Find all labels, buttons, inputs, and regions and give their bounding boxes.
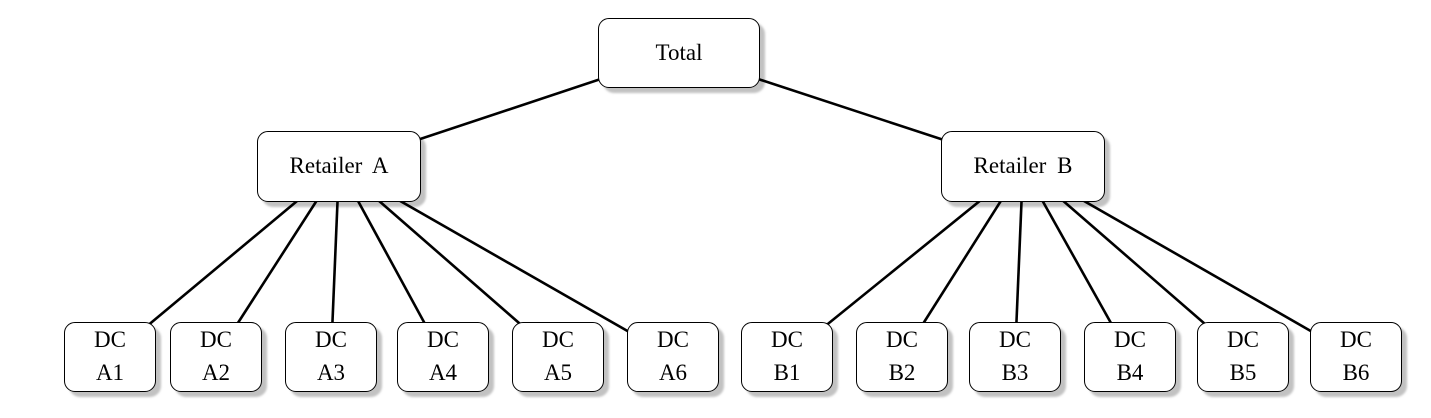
node-dc-b3-line1: DC <box>999 327 1031 353</box>
node-dc-b5-line1: DC <box>1227 327 1259 353</box>
node-dc-b1-line1: DC <box>771 327 803 353</box>
node-dc-b2: DC B2 <box>856 322 948 392</box>
node-dc-a3-line1: DC <box>315 327 347 353</box>
node-dc-b6-line1: DC <box>1340 327 1372 353</box>
node-dc-b2-line1: DC <box>886 327 918 353</box>
node-dc-a2-line2: A2 <box>201 360 231 385</box>
node-dc-b1-line2: B1 <box>773 360 801 385</box>
node-dc-b3: DC B3 <box>969 322 1061 392</box>
node-dc-a5-line2: A5 <box>543 360 573 385</box>
node-dc-a6-line1: DC <box>657 327 689 353</box>
node-retailer-a: Retailer A <box>257 131 421 202</box>
node-dc-b3-line2: B3 <box>1001 360 1029 385</box>
node-dc-b4-line1: DC <box>1114 327 1146 353</box>
node-dc-a4-line2: A4 <box>428 360 458 385</box>
node-dc-a1-line1: DC <box>94 327 126 353</box>
node-dc-a2: DC A2 <box>170 322 262 392</box>
node-retailer-b-label: Retailer B <box>973 153 1073 179</box>
node-dc-a1: DC A1 <box>64 322 156 392</box>
node-dc-a6-line2: A6 <box>658 360 688 385</box>
node-total: Total <box>598 18 760 88</box>
node-dc-b5: DC B5 <box>1197 322 1289 392</box>
node-dc-a6: DC A6 <box>627 322 719 392</box>
node-dc-a4: DC A4 <box>397 322 489 392</box>
node-dc-a5: DC A5 <box>512 322 604 392</box>
node-dc-b6-line2: B6 <box>1342 360 1370 385</box>
node-dc-a3: DC A3 <box>285 322 377 392</box>
node-dc-a1-line2: A1 <box>95 360 125 385</box>
node-dc-b5-line2: B5 <box>1229 360 1257 385</box>
node-dc-b4: DC B4 <box>1084 322 1176 392</box>
node-dc-a2-line1: DC <box>200 327 232 353</box>
node-total-label: Total <box>655 39 703 65</box>
node-retailer-a-label: Retailer A <box>289 153 389 179</box>
node-retailer-b: Retailer B <box>941 131 1105 202</box>
node-dc-a5-line1: DC <box>542 327 574 353</box>
node-dc-b2-line2: B2 <box>888 360 916 385</box>
node-dc-a3-line2: A3 <box>316 360 346 385</box>
node-dc-b4-line2: B4 <box>1116 360 1144 385</box>
node-dc-b1: DC B1 <box>741 322 833 392</box>
node-dc-b6: DC B6 <box>1310 322 1402 392</box>
node-dc-a4-line1: DC <box>427 327 459 353</box>
